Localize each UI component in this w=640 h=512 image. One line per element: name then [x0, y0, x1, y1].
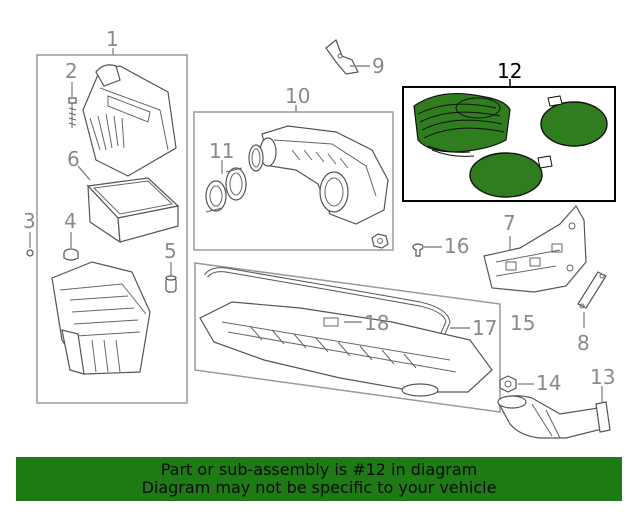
- part-7-bracket: [483, 204, 587, 293]
- group-box-1: [36, 54, 188, 404]
- parts-diagram: 1 2 6 4 3: [23, 27, 616, 439]
- callout-14: 14: [536, 371, 561, 395]
- callout-8: 8: [577, 331, 590, 355]
- callout-4: 4: [64, 209, 77, 233]
- part-12-seal-ring-upper: [540, 95, 608, 147]
- part-2-bolt: [68, 97, 77, 128]
- info-banner: Part or sub-assembly is #12 in diagram D…: [16, 457, 622, 501]
- group-box-10: [193, 111, 394, 251]
- part-3-clip: [26, 249, 34, 257]
- part-9-bracket: [325, 39, 359, 75]
- part-air-cleaner-housing: [51, 261, 151, 375]
- part-11-coupler: [205, 167, 247, 213]
- callout-3: 3: [23, 209, 36, 233]
- callout-16: 16: [444, 234, 469, 258]
- part-18-tray: [199, 301, 493, 397]
- part-10-intake-duct: [248, 125, 389, 225]
- callout-5: 5: [164, 239, 177, 263]
- part-6-filter: [86, 177, 180, 244]
- callout-9: 9: [372, 54, 385, 78]
- group-box-12: [402, 86, 616, 202]
- group-box-15: [194, 262, 501, 413]
- callout-15: 15: [510, 311, 535, 335]
- banner-line-1: Part or sub-assembly is #12 in diagram: [160, 460, 478, 479]
- callout-2: 2: [65, 59, 78, 83]
- part-16-pushpin: [412, 243, 424, 257]
- part-12-seal-ring-lower: [469, 152, 553, 198]
- part-8-strap: [577, 271, 607, 309]
- banner-line-2: Diagram may not be specific to your vehi…: [141, 478, 497, 497]
- part-13-duct: [497, 395, 611, 439]
- callout-18: 18: [364, 311, 389, 335]
- callout-17: 17: [472, 316, 497, 340]
- callout-12: 12: [497, 59, 522, 83]
- callout-6: 6: [67, 147, 80, 171]
- callout-13: 13: [590, 365, 615, 389]
- part-air-cleaner-cover: [82, 64, 177, 177]
- part-14-nut: [499, 375, 517, 393]
- part-4-grommet: [63, 248, 79, 261]
- part-nut: [371, 233, 389, 249]
- callout-10: 10: [285, 84, 310, 108]
- callout-1: 1: [106, 27, 119, 51]
- callout-11: 11: [209, 139, 234, 163]
- part-12-seal-stack: [413, 92, 511, 157]
- callout-7: 7: [503, 211, 516, 235]
- part-5-plug: [165, 275, 177, 293]
